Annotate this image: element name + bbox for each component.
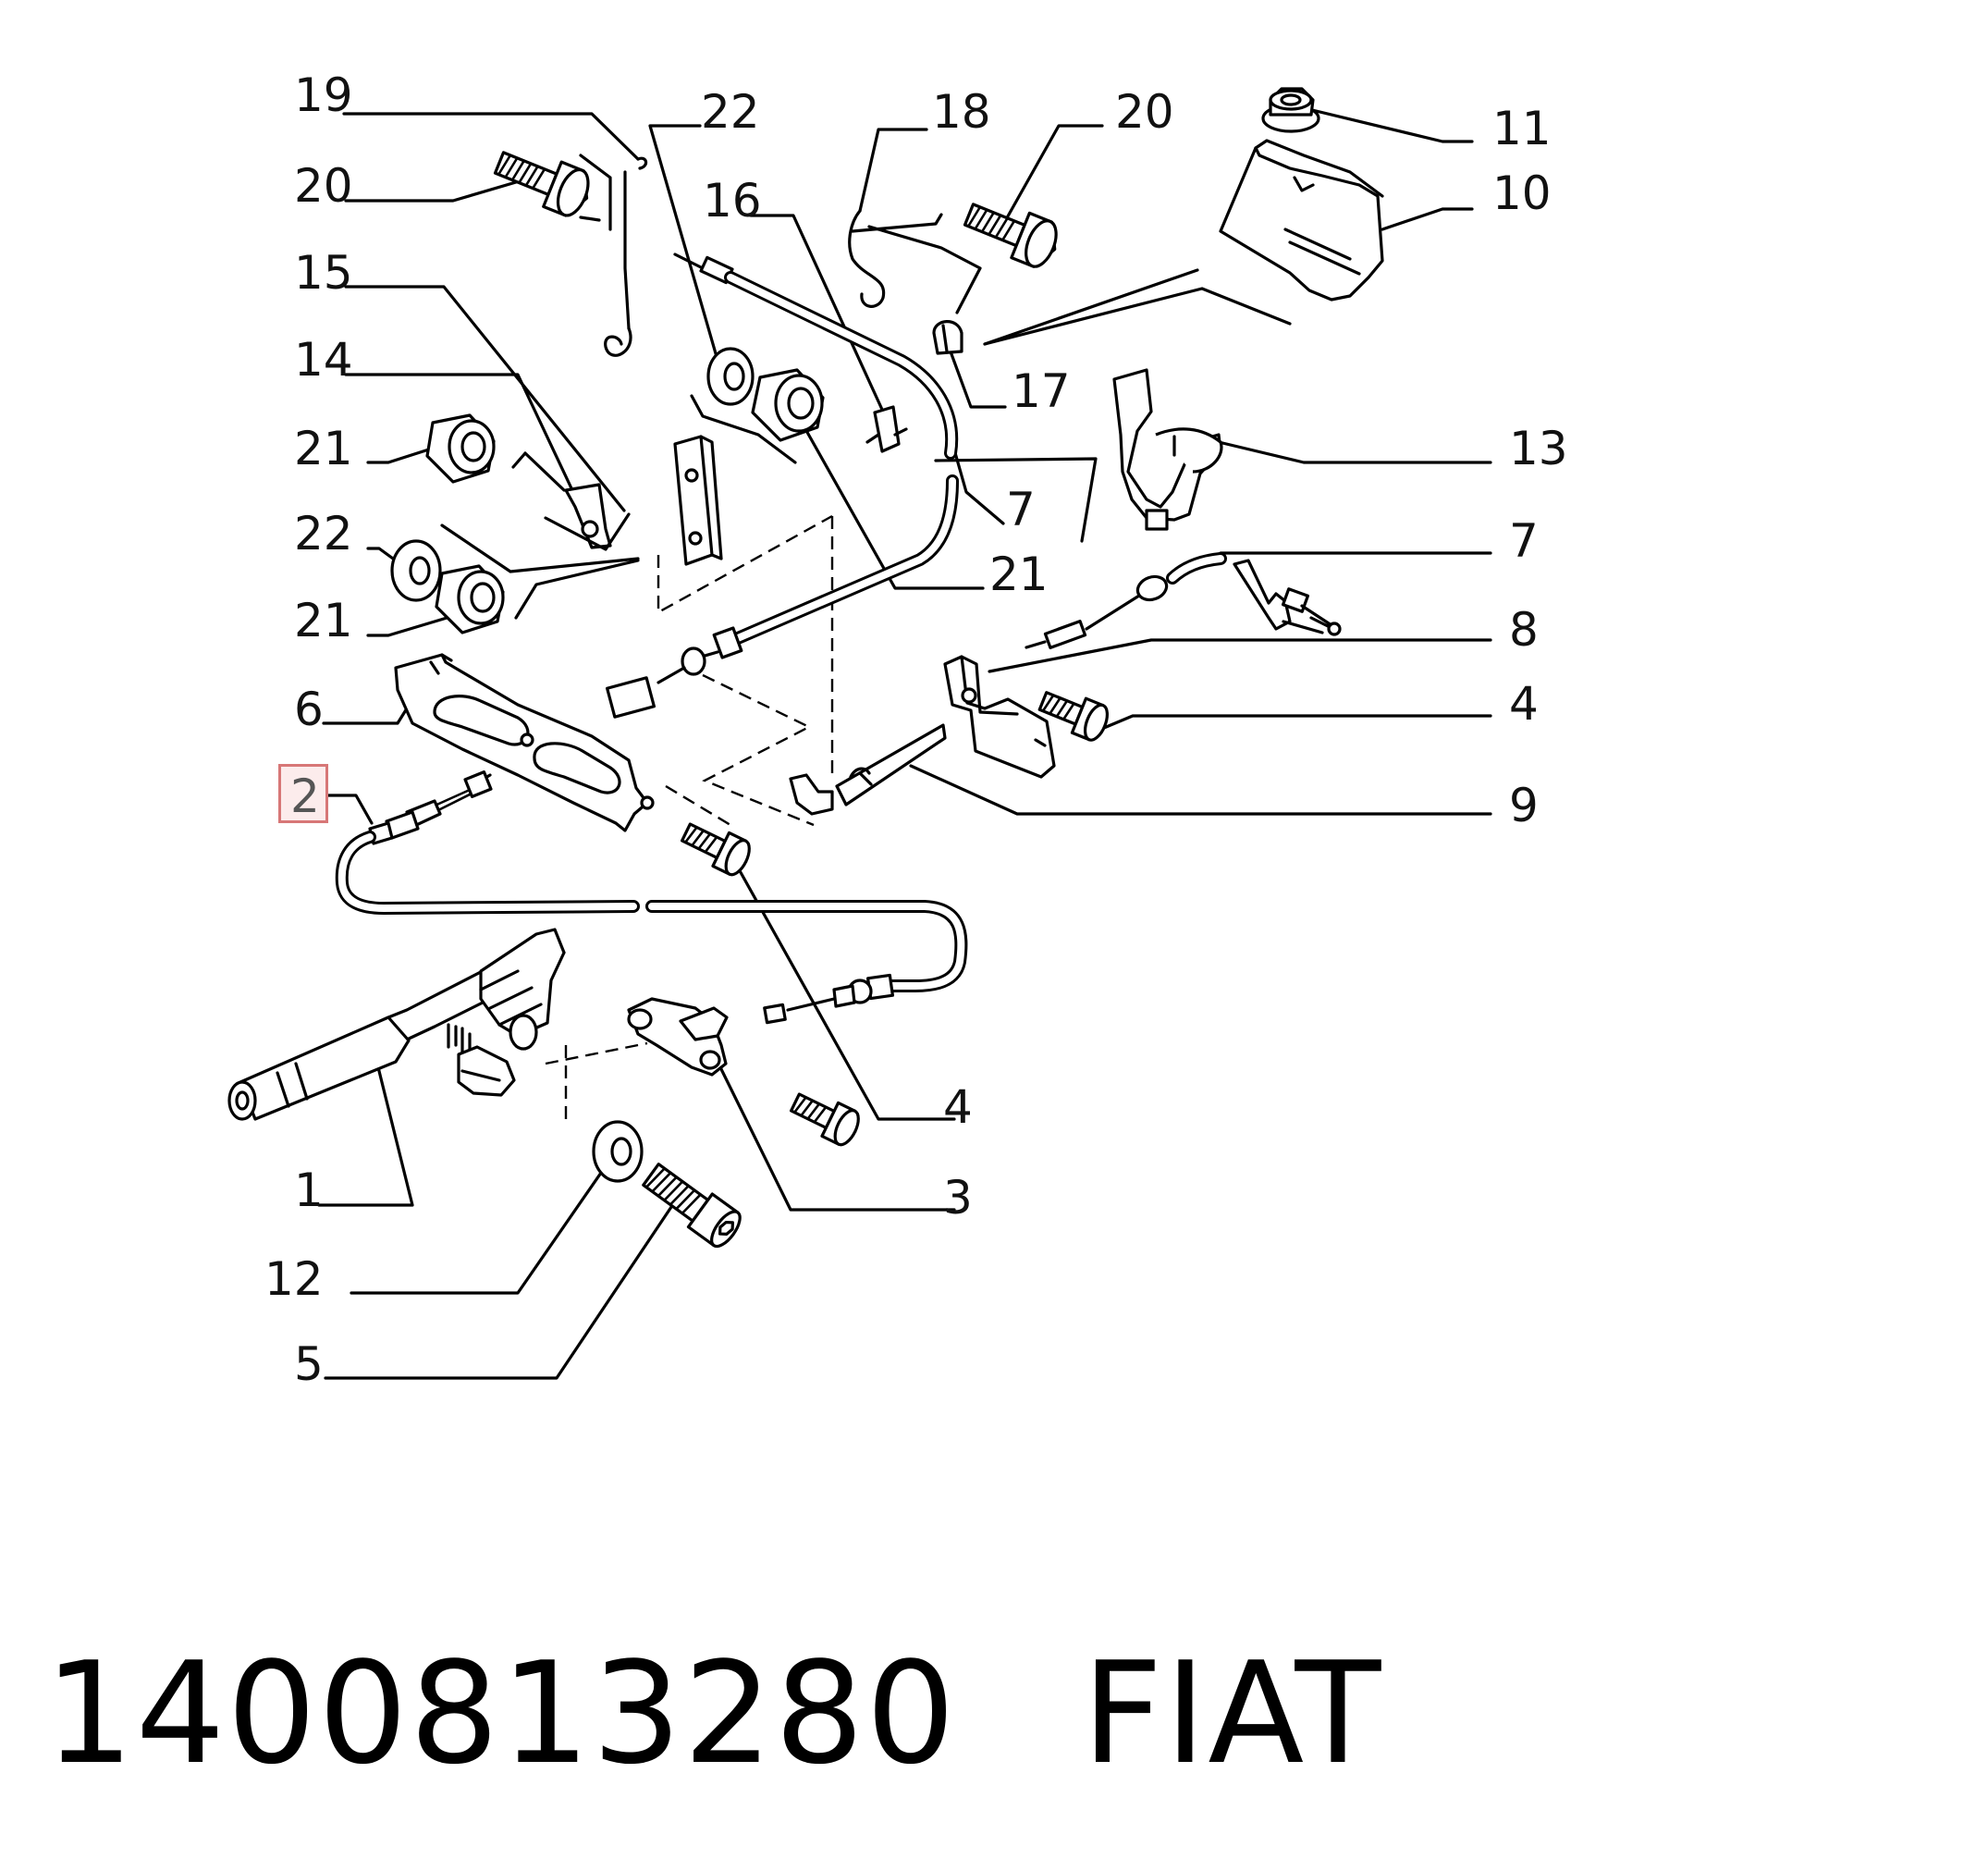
- part-2-cable: [335, 770, 968, 1025]
- part-3-plate: [627, 997, 729, 1077]
- part-13-grommet: [1112, 368, 1223, 531]
- brand-name: FIAT: [1082, 1631, 1383, 1795]
- callout-14[interactable]: 14: [294, 333, 353, 387]
- callout-22[interactable]: 22: [294, 507, 353, 560]
- callout-16[interactable]: 16: [703, 174, 762, 228]
- part-10-bracket: [1219, 139, 1384, 302]
- callout-7[interactable]: 7: [1509, 514, 1539, 568]
- callout-6[interactable]: 6: [294, 683, 324, 736]
- callout-2-highlight: [278, 764, 328, 823]
- part-22-washer-center: [706, 347, 755, 406]
- callout-4-lower[interactable]: 4: [943, 1080, 973, 1134]
- part-15-plate: [673, 435, 723, 566]
- callout-21-center[interactable]: 21: [989, 548, 1049, 601]
- callout-22-upper[interactable]: 22: [701, 85, 760, 139]
- part-4-bolt-center: [681, 822, 751, 877]
- callout-10[interactable]: 10: [1492, 166, 1552, 220]
- part-20-bolt-left: [493, 151, 590, 217]
- callout-4-right[interactable]: 4: [1509, 677, 1539, 731]
- part-4-bolt-lower: [790, 1092, 860, 1147]
- callout-7-upper[interactable]: 7: [1006, 483, 1036, 536]
- callout-18[interactable]: 18: [932, 85, 991, 139]
- callout-1[interactable]: 1: [294, 1163, 324, 1217]
- callout-20[interactable]: 20: [294, 159, 353, 213]
- callout-8[interactable]: 8: [1509, 603, 1539, 657]
- part-17-clip: [932, 320, 963, 355]
- part-number: 1400813280: [44, 1631, 958, 1795]
- callout-17[interactable]: 17: [1012, 364, 1071, 418]
- footer: 1400813280 FIAT: [44, 1631, 1383, 1795]
- callout-21-lower[interactable]: 21: [294, 594, 353, 647]
- callout-13[interactable]: 13: [1509, 422, 1568, 475]
- part-1-handbrake-lever: [227, 928, 566, 1121]
- callout-20-upper[interactable]: 20: [1115, 85, 1174, 139]
- part-14-bracket: [511, 451, 631, 551]
- part-7-cable-upper: [606, 252, 959, 719]
- callout-11[interactable]: 11: [1492, 102, 1552, 155]
- part-18-spring: [848, 209, 982, 314]
- part-20-bolt-right: [963, 203, 1058, 268]
- callout-21[interactable]: 21: [294, 422, 353, 475]
- assembly-dashes: [545, 514, 834, 1124]
- part-9-bracket: [789, 655, 1056, 816]
- part-4-bolt-right: [1037, 691, 1110, 742]
- part-12-washer: [592, 1120, 644, 1183]
- callout-3[interactable]: 3: [943, 1171, 973, 1225]
- callout-12[interactable]: 12: [264, 1252, 324, 1306]
- callout-19[interactable]: 19: [294, 68, 353, 122]
- callout-9[interactable]: 9: [1509, 779, 1539, 832]
- part-11-flange-nut: [1261, 87, 1320, 133]
- callout-2[interactable]: 2: [290, 769, 320, 823]
- callout-15[interactable]: 15: [294, 246, 353, 300]
- part-16-clamp: [865, 405, 908, 453]
- callout-5[interactable]: 5: [294, 1337, 324, 1391]
- part-5-screw: [642, 1163, 742, 1249]
- part-21-nut-upper: [425, 413, 496, 484]
- part-19-spring-clip: [579, 154, 648, 357]
- part-7-cable-lower: [1025, 552, 1342, 649]
- part-22-washer-left: [390, 539, 442, 602]
- part-6-console-bracket: [394, 653, 655, 832]
- part-21-nut-center: [751, 368, 825, 442]
- part-21-nut-lower: [435, 564, 505, 634]
